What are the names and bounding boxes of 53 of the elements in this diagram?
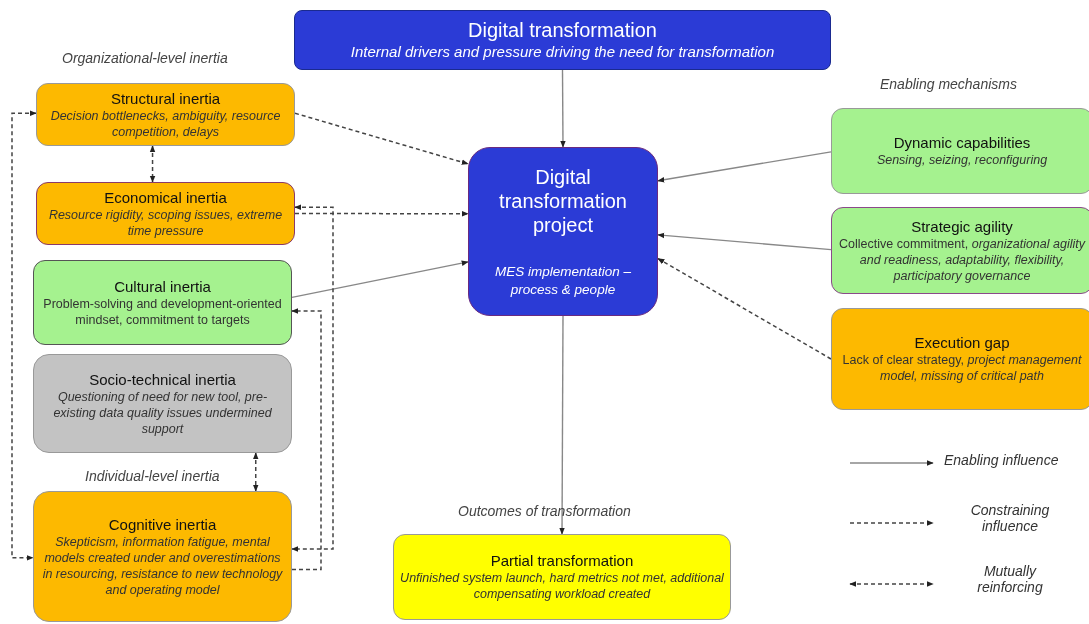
- node-title: Partial transformation: [490, 552, 634, 570]
- node-description: Sensing, seizing, reconfiguring: [876, 152, 1048, 168]
- inertia-box: [33, 354, 292, 453]
- inertia-box: [36, 83, 295, 146]
- section-label: Enabling mechanisms: [880, 76, 1017, 92]
- node-description: Resource rigidity, scoping issues, extreme time pressure: [47, 206, 284, 239]
- node-description: Collective commitment, organizational agility and readiness, adaptability, flexibility, participatory governance: [838, 235, 1087, 284]
- node-title: Socio-technical inertia: [89, 370, 236, 389]
- legend-text: Mutually reinforcing: [976, 563, 1044, 595]
- node-title: Dynamic capabilities: [893, 134, 1031, 152]
- arrow: [11, 110, 37, 561]
- legend-text: Constraining influence: [969, 502, 1051, 534]
- node-description: Unfinished system launch, hard metrics not met, additional compensating workload created: [400, 570, 724, 602]
- node-description: Skepticism, information fatigue, mental models created under and overestimations in resourcing, resistance to new technology and operating model: [41, 533, 284, 598]
- node-title: Economical inertia: [104, 188, 227, 207]
- arrow: [657, 257, 832, 360]
- node-title: Digital transformation: [468, 18, 657, 43]
- section-label: Individual-level inertia: [85, 468, 220, 484]
- arrow: [560, 69, 566, 148]
- node-description: Internal drivers and pressure driving the need for transformation: [350, 42, 775, 62]
- inertia-box: [831, 108, 1089, 194]
- arrow: [657, 232, 832, 251]
- node-description: Questioning of need for new tool, pre-existing data quality issues undermined support: [52, 388, 273, 437]
- header-box: [294, 10, 831, 70]
- arrow: [149, 145, 156, 183]
- section-label: Outcomes of transformation: [458, 503, 631, 519]
- node-description: Decision bottlenecks, ambiguity, resource competition, delays: [49, 107, 282, 140]
- arrow: [294, 112, 469, 165]
- project-box: [468, 147, 658, 316]
- inertia-box: [36, 182, 295, 245]
- node-title: Strategic agility: [911, 217, 1013, 236]
- arrow: [559, 315, 565, 535]
- arrow: [252, 452, 259, 492]
- section-label: Organizational-level inertia: [62, 50, 228, 66]
- inertia-box: [393, 534, 731, 620]
- node-title: Execution gap: [914, 334, 1010, 352]
- arrow: [294, 210, 469, 217]
- legend-text: Enabling influence: [944, 452, 1060, 468]
- arrow: [291, 260, 469, 299]
- node-title: Structural inertia: [110, 89, 221, 108]
- inertia-box: [33, 491, 292, 622]
- node-description: MES implementation – process & people: [494, 263, 632, 298]
- arrow: [291, 308, 322, 571]
- node-description: Lack of clear strategy, project management model, missing of critical path: [841, 352, 1083, 384]
- inertia-box: [33, 260, 292, 345]
- inertia-box: [831, 308, 1089, 410]
- arrow: [657, 151, 832, 183]
- arrow: [291, 204, 334, 552]
- node-description: Problem-solving and development-oriented mindset, commitment to targets: [42, 295, 283, 328]
- node-title: Cognitive inertia: [108, 515, 217, 534]
- inertia-box: [831, 207, 1089, 294]
- node-title: Digital transformation project: [498, 165, 628, 238]
- node-title: Cultural inertia: [114, 277, 211, 296]
